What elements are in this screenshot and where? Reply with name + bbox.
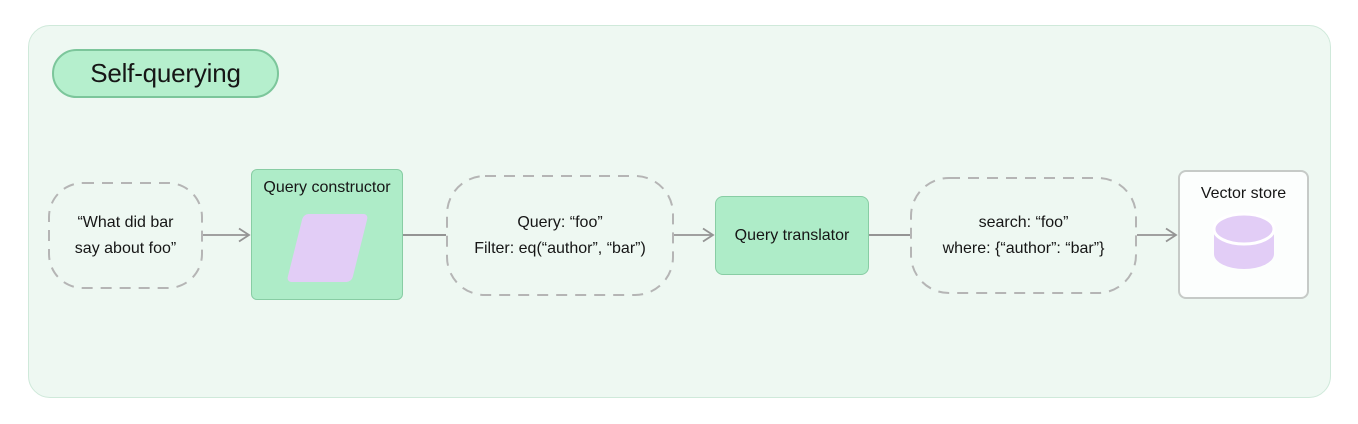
user-query-text: “What did bar say about foo” (48, 182, 203, 289)
user-query-line1: “What did bar (77, 213, 174, 231)
node-translated-query: search: “foo” where: {“author”: “bar”} (910, 177, 1137, 294)
translated-query-line1: search: “foo” (978, 213, 1069, 231)
dashed-border-shape (48, 182, 203, 289)
connector-line (403, 234, 446, 236)
arrow-right-icon (203, 227, 251, 243)
constructed-query-line2: Filter: eq(“author”, “bar”) (474, 239, 646, 257)
title-badge: Self-querying (52, 49, 279, 98)
diagram-container: Self-querying “What did bar say about fo… (28, 25, 1331, 398)
arrow-right-icon (1137, 227, 1178, 243)
constructed-query-line1: Query: “foo” (517, 213, 603, 231)
arrow-right-icon (674, 227, 715, 243)
connector-line (869, 234, 910, 236)
translated-query-text: search: “foo” where: {“author”: “bar”} (910, 177, 1137, 294)
node-vector-store: Vector store (1178, 170, 1309, 299)
dashed-border-shape (446, 175, 674, 296)
parallelogram-icon (286, 214, 369, 282)
node-query-constructor: Query constructor (251, 169, 403, 300)
user-query-line2: say about foo” (74, 239, 177, 257)
translated-query-line2: where: {“author”: “bar”} (942, 239, 1105, 257)
node-query-translator: Query translator (715, 196, 869, 275)
query-constructor-label: Query constructor (263, 179, 391, 196)
node-constructed-query: Query: “foo” Filter: eq(“author”, “bar”) (446, 175, 674, 296)
node-user-query: “What did bar say about foo” (48, 182, 203, 289)
vector-store-label: Vector store (1200, 185, 1287, 202)
dashed-border-shape (910, 177, 1137, 294)
query-translator-label: Query translator (734, 226, 850, 244)
title-text: Self-querying (90, 58, 241, 88)
database-icon (1212, 212, 1275, 269)
constructed-query-text: Query: “foo” Filter: eq(“author”, “bar”) (446, 175, 674, 296)
